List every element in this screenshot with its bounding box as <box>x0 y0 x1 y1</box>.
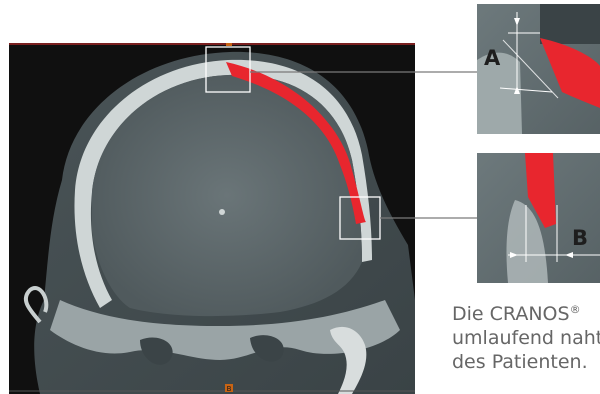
ct-marker-label: B <box>227 385 232 393</box>
caption-line-2: umlaufend naht <box>452 326 600 350</box>
inset-top-dark-region <box>540 4 600 44</box>
registered-mark: ® <box>570 303 581 316</box>
ct-top-border <box>9 43 415 45</box>
zoom-inset-top: A <box>477 4 600 134</box>
zoom-inset-bottom: B <box>477 153 600 283</box>
ct-scan-image: B <box>9 43 415 394</box>
label-a: A <box>484 46 501 70</box>
caption-text: Die CRANOS® umlaufend naht des Patienten… <box>452 298 600 374</box>
ct-top-marker <box>226 43 232 46</box>
caption-line-1: Die CRANOS® <box>452 298 600 326</box>
caption-line-3: des Patienten. <box>452 350 600 374</box>
caption-line-1-text: Die CRANOS <box>452 303 570 325</box>
ventricle-mark <box>219 209 225 215</box>
label-b: B <box>572 226 588 250</box>
